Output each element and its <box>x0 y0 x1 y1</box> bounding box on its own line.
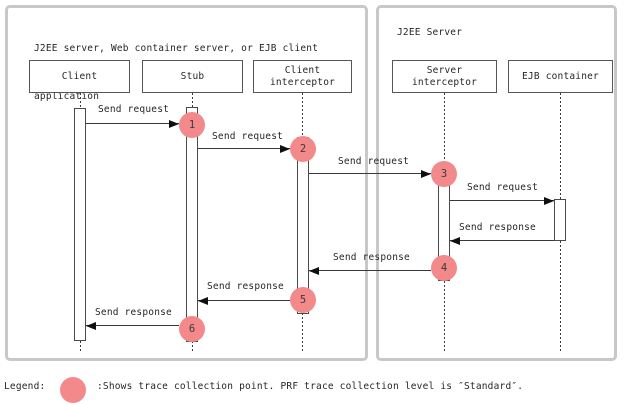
trace-point-5-number: 5 <box>299 294 307 306</box>
trace-point-1-number: 1 <box>188 119 196 131</box>
trace-point-5: 5 <box>290 287 316 313</box>
arrow-send-request-4-line <box>450 200 554 201</box>
activation-stub <box>186 107 198 342</box>
trace-point-3-number: 3 <box>440 168 448 180</box>
trace-point-2: 2 <box>290 136 316 162</box>
left-panel-title: J2EE server, Web container server, or EJ… <box>34 9 318 137</box>
right-panel-title: J2EE Server <box>397 27 463 38</box>
arrow-send-request-3-head <box>421 169 431 178</box>
participant-server-interceptor: Server interceptor <box>392 60 497 93</box>
trace-point-4: 4 <box>431 255 457 281</box>
legend-trace-point-icon <box>60 377 86 403</box>
arrow-send-response-5-head <box>450 236 460 245</box>
participant-client-interceptor: Client interceptor <box>253 60 352 93</box>
arrow-send-request-3-line <box>309 173 431 174</box>
participant-client-interceptor-line1: Client <box>284 64 321 76</box>
legend-description: :Shows trace collection point. PRF trace… <box>97 381 524 392</box>
arrow-send-response-8-line <box>86 325 179 326</box>
trace-point-4-number: 4 <box>440 262 448 274</box>
arrow-send-request-2-line <box>198 148 290 149</box>
message-label-3: Send request <box>338 156 410 167</box>
left-panel-title-line2: application <box>34 91 100 102</box>
arrow-send-response-6-head <box>309 266 319 275</box>
arrow-send-response-6-line <box>309 270 431 271</box>
trace-point-6-number: 6 <box>188 323 196 335</box>
message-label-1: Send request <box>98 104 170 115</box>
participant-server-interceptor-line1: Server <box>426 64 463 76</box>
arrow-send-request-4-head <box>544 196 554 205</box>
legend-title: Legend: <box>4 381 46 392</box>
arrow-send-request-2-head <box>280 144 290 153</box>
participant-client-interceptor-line2: interceptor <box>269 76 336 88</box>
message-label-2: Send request <box>212 131 284 142</box>
participant-client-label: Client <box>61 70 98 82</box>
arrow-send-response-8-head <box>86 321 96 330</box>
arrow-send-request-1-head <box>169 119 179 128</box>
trace-point-6: 6 <box>179 316 205 342</box>
arrow-send-response-7-line <box>198 300 290 301</box>
message-label-6: Send response <box>333 252 410 263</box>
participant-client: Client <box>29 60 130 93</box>
participant-stub-label: Stub <box>180 70 205 82</box>
participant-ejb-container-label: EJB container <box>522 70 599 82</box>
message-label-8: Send response <box>95 307 172 318</box>
trace-point-1: 1 <box>179 112 205 138</box>
arrow-send-response-5-line <box>450 240 554 241</box>
activation-client <box>74 108 86 341</box>
participant-stub: Stub <box>142 60 243 93</box>
message-label-7: Send response <box>207 281 284 292</box>
trace-point-2-number: 2 <box>299 143 307 155</box>
arrow-send-response-7-head <box>198 296 208 305</box>
message-label-4: Send request <box>467 182 539 193</box>
participant-server-interceptor-line2: interceptor <box>411 76 478 88</box>
participant-ejb-container: EJB container <box>508 60 613 93</box>
arrow-send-request-1-line <box>86 123 179 124</box>
activation-ejb-container <box>554 199 566 241</box>
message-label-5: Send response <box>459 222 536 233</box>
trace-point-3: 3 <box>431 161 457 187</box>
left-panel-title-line1: J2EE server, Web container server, or EJ… <box>34 43 319 54</box>
